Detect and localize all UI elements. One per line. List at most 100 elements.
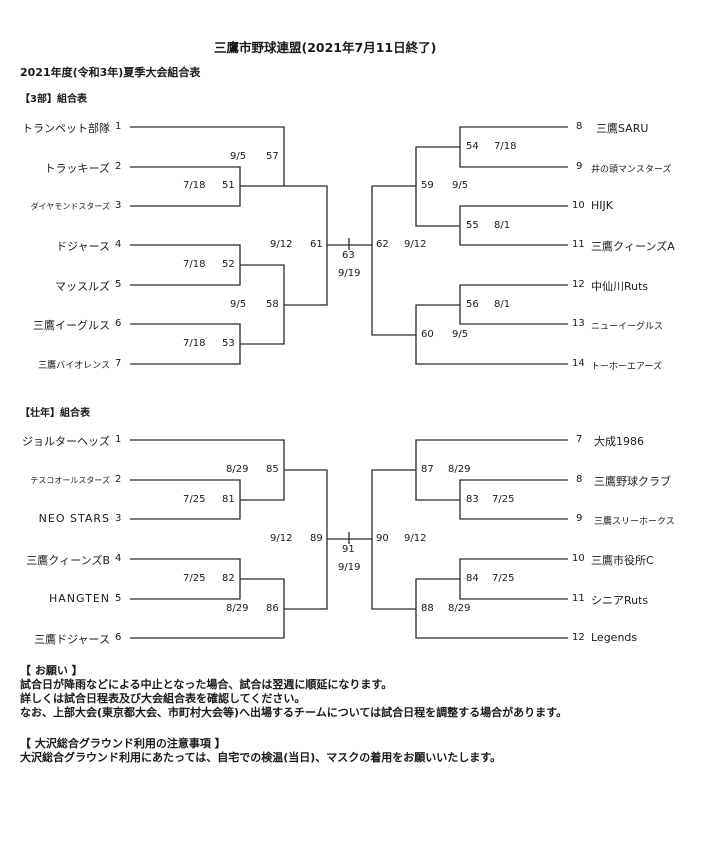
bracket-line-m87 xyxy=(415,439,568,501)
team-name-3bu-1: トランペット部隊 xyxy=(22,122,110,135)
match-number-60: 60 xyxy=(421,329,434,340)
match-number-88: 88 xyxy=(421,603,434,614)
team-name-3bu-11: 三鷹クィーンズA xyxy=(591,240,675,253)
match-number-53: 53 xyxy=(222,338,235,349)
team-seed-masters-6: 6 xyxy=(115,632,122,643)
team-name-3bu-8: 三鷹SARU xyxy=(596,122,649,135)
notes-request-line-1: 試合日が降雨などによる中止となった場合、試合は翌週に順延になります。 xyxy=(20,678,393,691)
match-date-55: 8/1 xyxy=(494,220,511,231)
team-name-3bu-3: ダイヤモンドスターズ xyxy=(30,202,110,211)
match-number-62: 62 xyxy=(376,239,389,250)
team-seed-3bu-14: 14 xyxy=(572,358,585,369)
team-seed-masters-11: 11 xyxy=(572,593,585,604)
team-name-3bu-5: マッスルズ xyxy=(55,280,110,293)
match-date-90: 9/12 xyxy=(404,533,427,544)
match-number-51: 51 xyxy=(222,180,235,191)
bracket-line-m85 xyxy=(130,439,285,501)
team-name-masters-2: テスコオールスターズ xyxy=(30,476,110,485)
match-number-81: 81 xyxy=(222,494,235,505)
match-number-55: 55 xyxy=(466,220,479,231)
team-seed-masters-2: 2 xyxy=(115,474,122,485)
match-number-82: 82 xyxy=(222,573,235,584)
team-seed-3bu-2: 2 xyxy=(115,161,122,172)
match-date-82: 7/25 xyxy=(183,573,206,584)
team-seed-masters-9: 9 xyxy=(576,513,583,524)
match-date-53: 7/18 xyxy=(183,338,206,349)
match-number-84: 84 xyxy=(466,573,479,584)
team-seed-3bu-11: 11 xyxy=(572,239,585,250)
team-seed-masters-1: 1 xyxy=(115,434,122,445)
team-name-masters-9: 三鷹スリーホークス xyxy=(594,517,675,527)
team-seed-3bu-5: 5 xyxy=(115,279,122,290)
team-name-masters-11: シニアRuts xyxy=(591,594,649,607)
final-date-3bu: 9/19 xyxy=(338,268,361,279)
match-date-58: 9/5 xyxy=(230,299,247,310)
notes-request-heading: 【 お願い 】 xyxy=(20,664,83,677)
team-name-3bu-2: トラッキーズ xyxy=(44,162,110,175)
match-date-59: 9/5 xyxy=(452,180,469,191)
match-date-84: 7/25 xyxy=(492,573,515,584)
match-number-61: 61 xyxy=(310,239,323,250)
team-name-3bu-7: 三鷹バイオレンス xyxy=(38,361,110,371)
notes-ground-line-1: 大沢総合グラウンド利用にあたっては、自宅での検温(当日)、マスクの着用をお願いい… xyxy=(20,751,502,764)
team-seed-masters-8: 8 xyxy=(576,474,583,485)
match-date-62: 9/12 xyxy=(404,239,427,250)
match-date-51: 7/18 xyxy=(183,180,206,191)
team-seed-3bu-13: 13 xyxy=(572,318,585,329)
team-seed-masters-12: 12 xyxy=(572,632,585,643)
team-seed-3bu-6: 6 xyxy=(115,318,122,329)
match-date-81: 7/25 xyxy=(183,494,206,505)
match-date-60: 9/5 xyxy=(452,329,469,340)
section-label-3bu: 【3部】組合表 xyxy=(20,94,87,105)
bracket-line-m51 xyxy=(130,166,241,207)
team-seed-3bu-10: 10 xyxy=(572,200,585,211)
match-number-83: 83 xyxy=(466,494,479,505)
match-date-87: 8/29 xyxy=(448,464,471,475)
match-date-85: 8/29 xyxy=(226,464,249,475)
match-number-89: 89 xyxy=(310,533,323,544)
team-seed-3bu-3: 3 xyxy=(115,200,122,211)
match-number-87: 87 xyxy=(421,464,434,475)
notes-request-line-3: なお、上部大会(東京都大会、市町村大会等)へ出場するチームについては試合日程を調… xyxy=(20,706,568,719)
match-date-89: 9/12 xyxy=(270,533,293,544)
team-seed-masters-7: 7 xyxy=(576,434,583,445)
bracket-line-m88 xyxy=(415,578,568,639)
team-name-3bu-14: トーホーエアーズ xyxy=(591,362,663,372)
team-name-3bu-9: 井の頭マンスターズ xyxy=(591,165,672,175)
team-name-masters-10: 三鷹市役所C xyxy=(591,554,654,567)
notes-request-line-2: 詳しくは試合日程表及び大会組合表を確認してください。 xyxy=(20,692,306,705)
team-seed-masters-4: 4 xyxy=(115,553,122,564)
team-seed-masters-3: 3 xyxy=(115,513,122,524)
match-number-58: 58 xyxy=(266,299,279,310)
match-number-56: 56 xyxy=(466,299,479,310)
section-label-masters: 【壮年】組合表 xyxy=(20,408,90,419)
team-seed-3bu-7: 7 xyxy=(115,358,122,369)
team-name-masters-3: NEO STARS xyxy=(38,512,110,525)
team-seed-3bu-1: 1 xyxy=(115,121,122,132)
bracket-line-m81 xyxy=(130,479,241,520)
team-name-3bu-6: 三鷹イーグルス xyxy=(33,319,110,332)
team-name-3bu-10: HIJK xyxy=(591,199,613,212)
team-name-masters-5: HANGTEN xyxy=(48,592,110,605)
match-number-59: 59 xyxy=(421,180,434,191)
match-date-56: 8/1 xyxy=(494,299,511,310)
bracket-line-m57 xyxy=(130,126,285,187)
match-number-52: 52 xyxy=(222,259,235,270)
page-title: 三鷹市野球連盟(2021年7月11日終了) xyxy=(214,40,437,55)
team-seed-3bu-9: 9 xyxy=(576,161,583,172)
match-date-83: 7/25 xyxy=(492,494,515,505)
team-seed-3bu-12: 12 xyxy=(572,279,585,290)
team-name-masters-6: 三鷹ドジャース xyxy=(34,633,110,646)
match-date-86: 8/29 xyxy=(226,603,249,614)
bracket-line-m90 xyxy=(371,469,416,610)
team-name-masters-4: 三鷹クィーンズB xyxy=(26,554,110,567)
team-seed-3bu-4: 4 xyxy=(115,239,122,250)
team-seed-3bu-8: 8 xyxy=(576,121,583,132)
bracket-line-m86 xyxy=(130,578,285,639)
match-number-85: 85 xyxy=(266,464,279,475)
match-number-86: 86 xyxy=(266,603,279,614)
notes-ground-heading: 【 大沢総合グラウンド利用の注意事項 】 xyxy=(20,737,226,750)
team-seed-masters-5: 5 xyxy=(115,593,122,604)
match-date-57: 9/5 xyxy=(230,151,247,162)
